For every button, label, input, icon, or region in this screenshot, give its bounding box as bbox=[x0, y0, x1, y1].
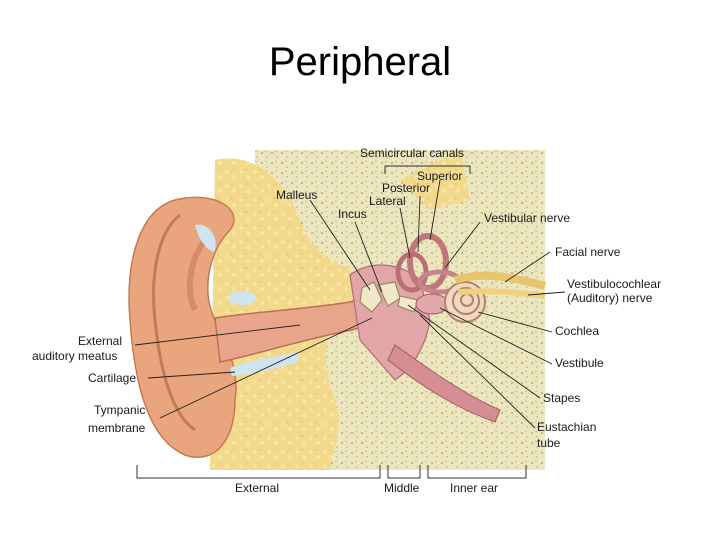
label-stapes: Stapes bbox=[543, 391, 580, 405]
label-superior: Superior bbox=[417, 169, 462, 183]
label-eustachian-2: tube bbox=[537, 436, 561, 450]
label-posterior: Posterior bbox=[382, 181, 430, 195]
label-vestibulocochlear-1: Vestibulocochlear bbox=[567, 277, 661, 291]
eustachian-tube-shape bbox=[387, 344, 501, 423]
label-vestibule: Vestibule bbox=[555, 356, 604, 370]
label-facial-nerve: Facial nerve bbox=[555, 245, 621, 259]
cartilage-shapes bbox=[195, 224, 300, 376]
label-cochlea: Cochlea bbox=[555, 324, 599, 338]
section-middle: Middle bbox=[384, 481, 420, 495]
label-incus: Incus bbox=[338, 207, 367, 221]
label-malleus: Malleus bbox=[276, 188, 317, 202]
label-vestibular-nerve: Vestibular nerve bbox=[484, 211, 570, 225]
label-tympanic-membrane-1: Tympanic bbox=[94, 403, 145, 417]
section-inner-ear: Inner ear bbox=[450, 481, 498, 495]
label-tympanic-membrane-2: membrane bbox=[88, 421, 146, 435]
auricle bbox=[128, 196, 237, 458]
label-semicircular-canals: Semicircular canals bbox=[360, 146, 464, 160]
label-eustachian-1: Eustachian bbox=[537, 420, 596, 434]
label-external-auditory-meatus-1: External bbox=[78, 334, 122, 348]
label-lateral: Lateral bbox=[369, 194, 406, 208]
leader-lines bbox=[134, 179, 566, 429]
label-cartilage: Cartilage bbox=[88, 371, 136, 385]
label-vestibulocochlear-2: (Auditory) nerve bbox=[567, 291, 653, 305]
semicircular-bracket bbox=[384, 165, 471, 174]
section-external: External bbox=[235, 481, 279, 495]
cochlea-shape bbox=[444, 281, 486, 323]
section-brackets bbox=[136, 465, 527, 479]
vestibule-shape bbox=[415, 293, 449, 315]
nerve-bundle bbox=[453, 271, 547, 299]
slide-title: Peripheral bbox=[268, 40, 452, 84]
label-external-auditory-meatus-2: auditory meatus bbox=[32, 349, 117, 363]
